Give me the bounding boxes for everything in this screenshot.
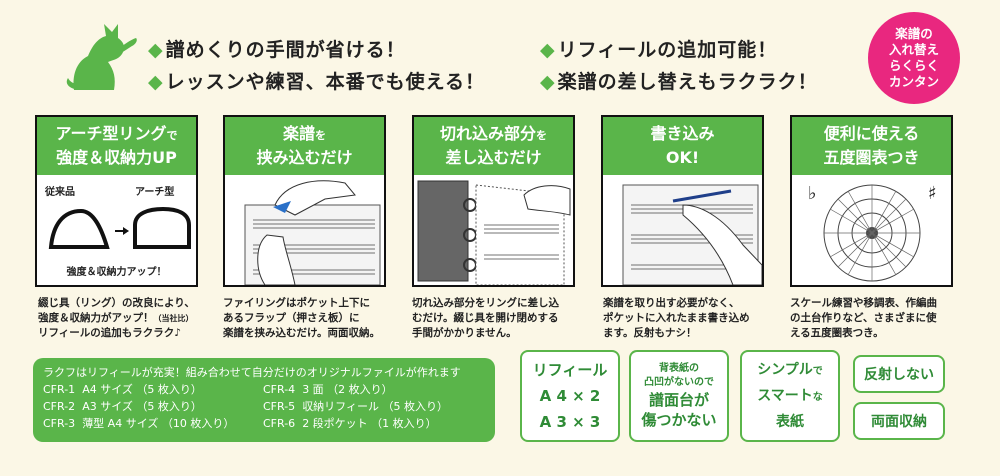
feature-simple-cover: シンプルで スマートな 表紙 bbox=[740, 350, 840, 442]
product-list-right: CFR-4 3 面 （2 枚入り） CFR-5 収納リフィール （5 枚入り） … bbox=[263, 381, 483, 432]
description-slot-insert: 切れ込み部分をリングに差し込 むだけ。綴じ具を開け閉めする 手間がかかりません。 bbox=[412, 297, 559, 339]
badge-easy-replace: 楽譜の 入れ替え らくらく カンタン bbox=[868, 12, 960, 104]
product-item: CFR-3 薄型 A4 サイズ （10 枚入り） bbox=[43, 417, 235, 430]
sharp-icon: ♯ bbox=[928, 183, 937, 204]
product-list-left: CFR-1 A4 サイズ （5 枚入り） CFR-2 A3 サイズ （5 枚入り… bbox=[43, 381, 263, 432]
description-writable: 楽譜を取り出す必要がなく、 ポケットに入れたまま書き込め ます。反射もナシ！ bbox=[603, 297, 750, 339]
description-circle-of-fifths: スケール練習や移調表、作編曲 の土台作りなど、さまざまに使 える五度圏表つき。 bbox=[790, 297, 937, 339]
product-item: CFR-4 3 面 （2 枚入り） bbox=[263, 383, 393, 396]
product-item: CFR-1 A4 サイズ （5 枚入り） bbox=[43, 383, 202, 396]
product-item: CFR-5 収納リフィール （5 枚入り） bbox=[263, 400, 448, 413]
product-list-header: ラクフはリフィールが充実！組み合わせて自分だけのオリジナルファイルが作れます bbox=[43, 366, 461, 379]
description-insert-sheet: ファイリングはポケット上下に あるフラップ（押さえ板）に 楽譜を挟み込むだけ。両… bbox=[223, 297, 380, 339]
diamond-bullet-icon: ◆ bbox=[540, 39, 556, 61]
product-list-box: ラクフはリフィールが充実！組み合わせて自分だけのオリジナルファイルが作れます C… bbox=[33, 358, 495, 442]
arch-ring-illustration: 従来品 アーチ型 強度＆収納力アップ！ bbox=[37, 175, 196, 285]
panel-arch-ring: アーチ型リングで 強度＆収納力UP 従来品 アーチ型 強度＆収納力アップ！ bbox=[35, 115, 198, 287]
feature-stand-safe: 背表紙の 凸凹がないので 譜面台が 傷つかない bbox=[629, 350, 729, 442]
feature-double-side: 両面収納 bbox=[853, 402, 945, 440]
panel-circle-of-fifths: 便利に使える 五度圏表つき ♭ ♯ bbox=[790, 115, 953, 287]
feature-refill-sizes: リフィール A 4 × 2 A 3 × 3 bbox=[520, 350, 620, 442]
panel-title: 楽譜を 挟み込むだけ bbox=[225, 117, 384, 175]
description-arch-ring: 綴じ具（リング）の改良により、 強度＆収納力がアップ！（当社比） リフィールの追… bbox=[38, 297, 195, 339]
cat-icon bbox=[66, 24, 137, 90]
headlines-left: ◆譜めくりの手間が省ける！ ◆レッスンや練習、本番でも使える！ bbox=[148, 34, 485, 98]
ring-binder-insert-illustration bbox=[417, 180, 571, 285]
panel-title: 便利に使える 五度圏表つき bbox=[792, 117, 951, 175]
panel-slot-insert: 切れ込み部分を 差し込むだけ bbox=[412, 115, 575, 287]
diamond-bullet-icon: ◆ bbox=[148, 39, 164, 61]
product-item: CFR-2 A3 サイズ （5 枚入り） bbox=[43, 400, 202, 413]
headline-text: レッスンや練習、本番でも使える！ bbox=[165, 71, 486, 93]
feature-no-reflection: 反射しない bbox=[853, 355, 945, 393]
panel-writable: 書き込み OK! bbox=[601, 115, 764, 287]
headline-text: 譜めくりの手間が省ける！ bbox=[165, 39, 406, 61]
diamond-bullet-icon: ◆ bbox=[148, 71, 164, 93]
circle-of-fifths-icon bbox=[823, 184, 921, 282]
panel-title: アーチ型リングで 強度＆収納力UP bbox=[37, 117, 196, 175]
writing-on-sheet-illustration bbox=[622, 184, 762, 285]
product-item: CFR-6 2 段ポケット （1 枚入り） bbox=[263, 417, 437, 430]
flat-icon: ♭ bbox=[808, 183, 817, 204]
diamond-bullet-icon: ◆ bbox=[540, 71, 556, 93]
headlines-right: ◆リフィールの追加可能！ ◆楽譜の差し替えもラクラク！ bbox=[540, 34, 818, 98]
hands-inserting-sheet-illustration bbox=[244, 180, 381, 285]
panel-title: 切れ込み部分を 差し込むだけ bbox=[414, 117, 573, 175]
panel-title: 書き込み OK! bbox=[603, 117, 762, 175]
ring-shapes-icon bbox=[48, 206, 191, 249]
headline-text: リフィールの追加可能！ bbox=[557, 39, 778, 61]
panel-insert-sheet: 楽譜を 挟み込むだけ bbox=[223, 115, 386, 287]
headline-text: 楽譜の差し替えもラクラク！ bbox=[557, 71, 818, 93]
